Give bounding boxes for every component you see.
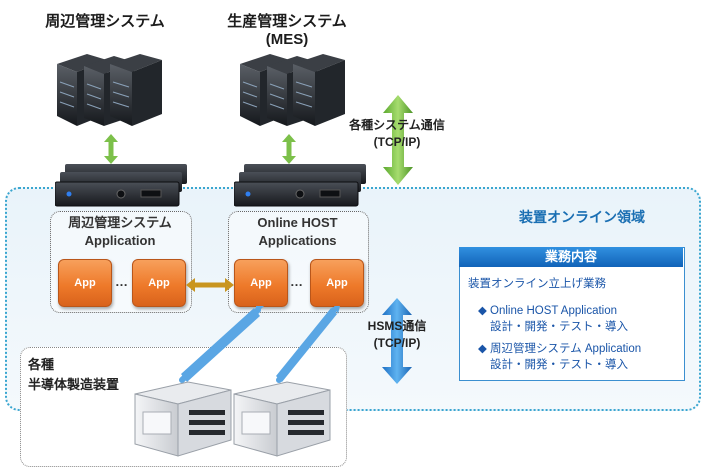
online-host-application-label-2: Applications <box>258 233 337 248</box>
double-arrow-icon <box>186 278 234 292</box>
duty-item-1-title: ◆ Online HOST Application <box>478 305 618 317</box>
duty-item-1-sub: 設計・開発・テスト・導入 <box>490 321 628 333</box>
app-tile[interactable]: App <box>58 259 112 307</box>
tcp-comm-protocol: (TCP/IP) <box>373 135 421 149</box>
online-host-application-label: Online HOST <box>257 215 338 230</box>
semiconductor-equipment-icon <box>233 381 331 457</box>
peripheral-system-title: 周辺管理システム <box>45 13 165 30</box>
duty-heading: 業務内容 <box>459 247 683 267</box>
duty-panel <box>459 247 685 381</box>
app-tile[interactable]: App <box>310 259 364 307</box>
duty-item-2-sub: 設計・開発・テスト・導入 <box>490 359 628 371</box>
semiconductor-equipment-icon <box>134 381 232 457</box>
ellipsis: … <box>115 274 128 289</box>
app-tile[interactable]: App <box>132 259 186 307</box>
ellipsis: … <box>290 274 303 289</box>
server-rack-icon <box>57 54 162 126</box>
hsms-comm-protocol: (TCP/IP) <box>373 336 421 350</box>
hsms-comm-label: HSMS通信 <box>367 319 427 333</box>
double-arrow-icon <box>382 298 412 384</box>
duty-item-2-title: ◆ 周辺管理システム Application <box>478 343 642 355</box>
equipment-label-line1: 各種 <box>28 357 55 372</box>
zone-title: 装置オンライン領域 <box>519 209 645 225</box>
equipment-label-line2: 半導体製造装置 <box>28 377 120 392</box>
mes-title: 生産管理システム <box>227 13 347 30</box>
double-arrow-icon <box>383 95 413 185</box>
duty-intro: 装置オンライン立上げ業務 <box>468 278 606 290</box>
peripheral-application-label-en: Application <box>84 233 156 248</box>
double-arrow-icon <box>104 134 118 164</box>
mes-abbrev-title: (MES) <box>265 31 309 48</box>
rack-server-unit-icon <box>55 164 187 207</box>
peripheral-application-label: 周辺管理システム <box>68 215 172 230</box>
double-arrow-icon <box>282 134 296 164</box>
rack-server-unit-icon <box>234 164 366 207</box>
tcp-comm-label: 各種システム通信 <box>349 118 445 132</box>
server-rack-icon <box>240 54 345 126</box>
app-tile[interactable]: App <box>234 259 288 307</box>
